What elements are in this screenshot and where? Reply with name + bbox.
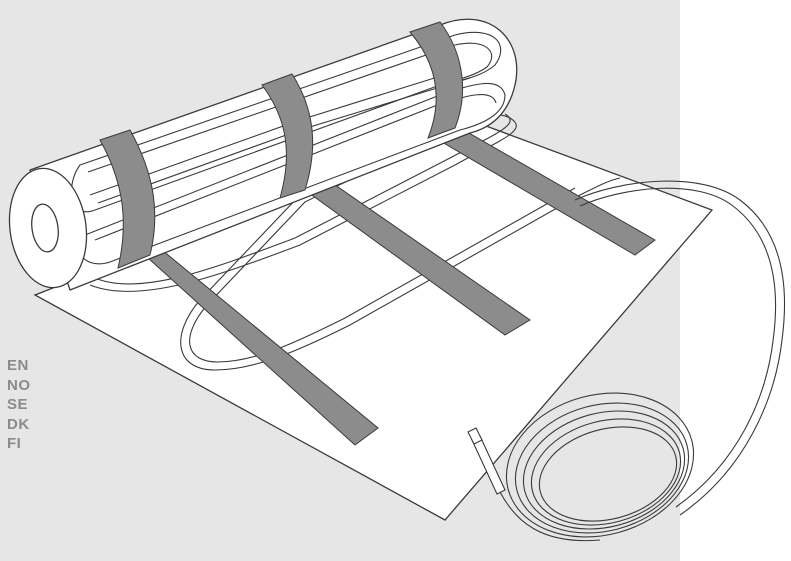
language-se[interactable]: SE	[7, 396, 29, 413]
roll-core	[31, 203, 59, 253]
roll-tape-bands	[99, 21, 464, 269]
language-no[interactable]: NO	[7, 376, 31, 394]
floor-sensor	[467, 427, 601, 542]
cold-lead-cable	[574, 180, 786, 516]
mat-tape-strips	[147, 124, 656, 446]
language-fi[interactable]: FI	[7, 435, 22, 452]
cable-coil	[505, 392, 695, 538]
language-list: EN NO SE DK FI	[7, 356, 31, 454]
language-en[interactable]: EN	[7, 357, 29, 374]
language-dk[interactable]: DK	[7, 415, 30, 433]
